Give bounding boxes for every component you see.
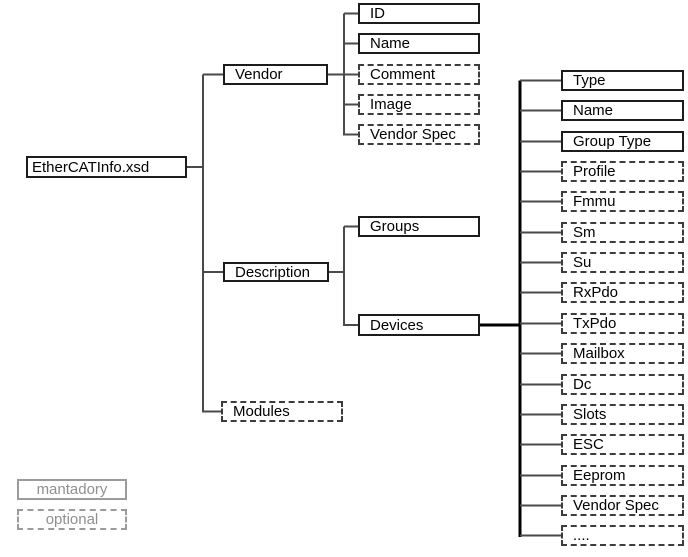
node-label: Vendor Spec xyxy=(370,126,456,143)
node-ethercatinfo-xsd: EtherCATInfo.xsd xyxy=(26,156,187,178)
node-label: Vendor Spec xyxy=(573,497,659,514)
node-devices-vendor-spec: Vendor Spec xyxy=(561,495,684,516)
node-vendor-image: Image xyxy=(358,94,480,115)
node-label: Name xyxy=(573,102,614,119)
legend-mandatory-box: mantadory xyxy=(17,479,127,500)
node-label: Sm xyxy=(573,224,596,241)
node-label: Su xyxy=(573,254,592,271)
node-label: EtherCATInfo.xsd xyxy=(32,158,150,176)
node-devices-su: Su xyxy=(561,252,684,273)
node-label: ESC xyxy=(573,436,604,453)
node-devices-txpdo: TxPdo xyxy=(561,313,684,334)
node-label: Devices xyxy=(370,316,424,334)
node-label: Comment xyxy=(370,66,436,83)
node-devices-dc: Dc xyxy=(561,374,684,395)
legend-mandatory-label: mantadory xyxy=(36,481,108,498)
node-devices-slots: Slots xyxy=(561,404,684,425)
node-label: Type xyxy=(573,72,606,89)
node-vendor: Vendor xyxy=(223,64,328,85)
legend-optional-box: optional xyxy=(17,509,127,530)
node-description-devices: Devices xyxy=(358,314,480,336)
node-label: Eeprom xyxy=(573,467,626,484)
node-label: TxPdo xyxy=(573,315,617,332)
node-devices-sm: Sm xyxy=(561,222,684,243)
node-devices-fmmu: Fmmu xyxy=(561,191,684,212)
node-label: Name xyxy=(370,35,411,52)
node-description-groups: Groups xyxy=(358,216,480,237)
node-label: Modules xyxy=(233,403,290,420)
node-vendor-name: Name xyxy=(358,33,480,54)
node-vendor-id: ID xyxy=(358,3,480,24)
node-label: Image xyxy=(370,96,412,113)
node-devices-name: Name xyxy=(561,100,684,121)
node-label: .... xyxy=(573,527,590,544)
node-label: Slots xyxy=(573,406,607,423)
node-devices-ellipsis: .... xyxy=(561,525,684,546)
legend-optional-label: optional xyxy=(45,511,99,528)
node-vendor-vendor-spec: Vendor Spec xyxy=(358,124,480,145)
node-label: Mailbox xyxy=(573,345,625,362)
node-label: Dc xyxy=(573,376,592,393)
node-label: Profile xyxy=(573,163,616,180)
node-label: Groups xyxy=(370,218,420,235)
node-devices-eeprom: Eeprom xyxy=(561,465,684,486)
node-label: Vendor xyxy=(235,66,283,83)
node-devices-esc: ESC xyxy=(561,434,684,455)
node-devices-type: Type xyxy=(561,70,684,91)
node-label: Description xyxy=(235,263,311,281)
node-devices-rxpdo: RxPdo xyxy=(561,282,684,303)
node-devices-mailbox: Mailbox xyxy=(561,343,684,364)
node-label: ID xyxy=(370,5,385,22)
node-devices-group-type: Group Type xyxy=(561,131,684,152)
node-label: Group Type xyxy=(573,133,652,150)
node-devices-profile: Profile xyxy=(561,161,684,182)
node-description: Description xyxy=(223,262,329,282)
node-label: Fmmu xyxy=(573,193,616,210)
node-vendor-comment: Comment xyxy=(358,64,480,85)
node-label: RxPdo xyxy=(573,284,619,301)
node-modules: Modules xyxy=(221,401,343,422)
